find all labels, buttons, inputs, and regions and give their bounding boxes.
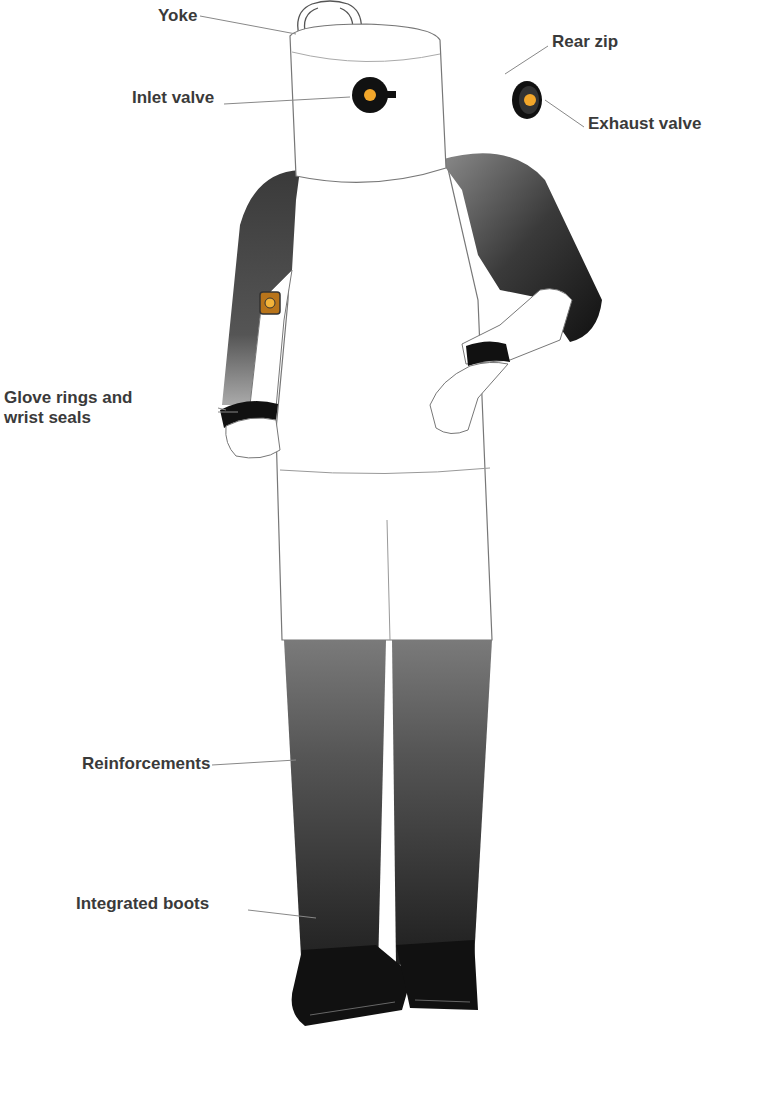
- part-label: Glove rings and wrist seals: [4, 388, 154, 428]
- right-boot: [396, 940, 478, 1010]
- yoke: [290, 24, 446, 182]
- right-hand: [430, 362, 508, 433]
- inlet-valve: [352, 77, 396, 113]
- part-label: Inlet valve: [132, 88, 214, 108]
- left-leg-reinforcement: [284, 640, 386, 975]
- left-hand: [226, 418, 280, 458]
- right-leg-reinforcement: [392, 640, 492, 965]
- exhaust-valve: [512, 81, 542, 119]
- leader-lines: [200, 16, 584, 918]
- arm-patch: [260, 292, 280, 314]
- part-label: Integrated boots: [76, 894, 209, 914]
- left-arm-inner: [250, 270, 292, 408]
- part-label: Reinforcements: [82, 754, 210, 774]
- waist-line: [280, 468, 490, 474]
- crotch-line: [387, 520, 390, 640]
- part-label: Yoke: [158, 6, 197, 26]
- left-boot: [292, 945, 412, 1026]
- part-label: Rear zip: [552, 32, 618, 52]
- part-label: Exhaust valve: [588, 114, 701, 134]
